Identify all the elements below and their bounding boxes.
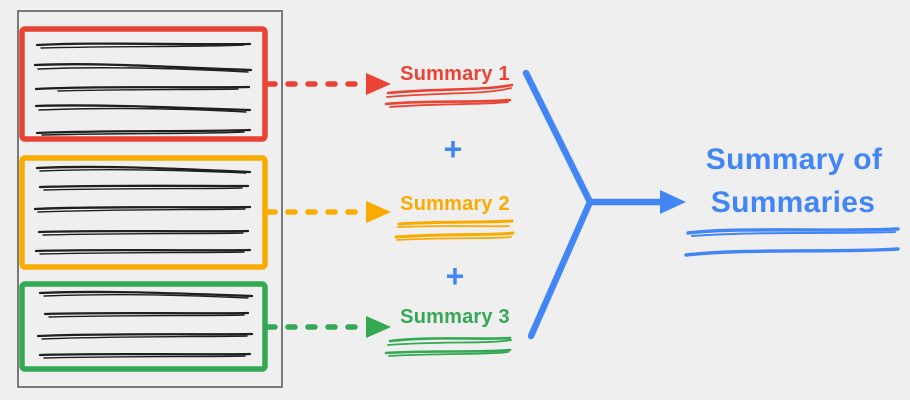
- document-section-3-box: [19, 281, 268, 372]
- map-arrow-1: [265, 73, 391, 95]
- reduce-converge-arrow: [522, 69, 686, 340]
- map-arrow-2: [265, 201, 391, 223]
- output-scribbles: [684, 227, 900, 257]
- summary-2-label: Summary 2: [400, 193, 510, 215]
- output-label-line1: Summary of: [706, 143, 883, 176]
- document-section-2-box: [19, 155, 268, 270]
- map-arrow-3-head: [366, 316, 391, 338]
- summary-3-label: Summary 3: [400, 306, 510, 328]
- document-1-text-scribbles: [33, 42, 253, 136]
- map-arrow-2-head: [366, 201, 391, 223]
- document-3-text-scribbles: [36, 290, 254, 359]
- output-label-line2: Summaries: [711, 186, 875, 219]
- converging-lines: [522, 69, 594, 340]
- summary-1-label: Summary 1: [400, 63, 510, 85]
- summary-3-scribbles: [384, 336, 512, 357]
- reduce-arrow-head: [660, 190, 686, 214]
- plus-operator-1: +: [444, 131, 463, 167]
- plus-operator-2: +: [446, 258, 465, 294]
- map-arrow-1-head: [366, 73, 391, 95]
- document-stack-border: [17, 10, 283, 388]
- map-arrow-3: [265, 316, 391, 338]
- summary-2-scribbles: [394, 219, 515, 241]
- summary-1-scribbles: [384, 83, 514, 108]
- document-2-text-scribbles: [33, 165, 252, 255]
- document-section-1-box: [19, 26, 268, 142]
